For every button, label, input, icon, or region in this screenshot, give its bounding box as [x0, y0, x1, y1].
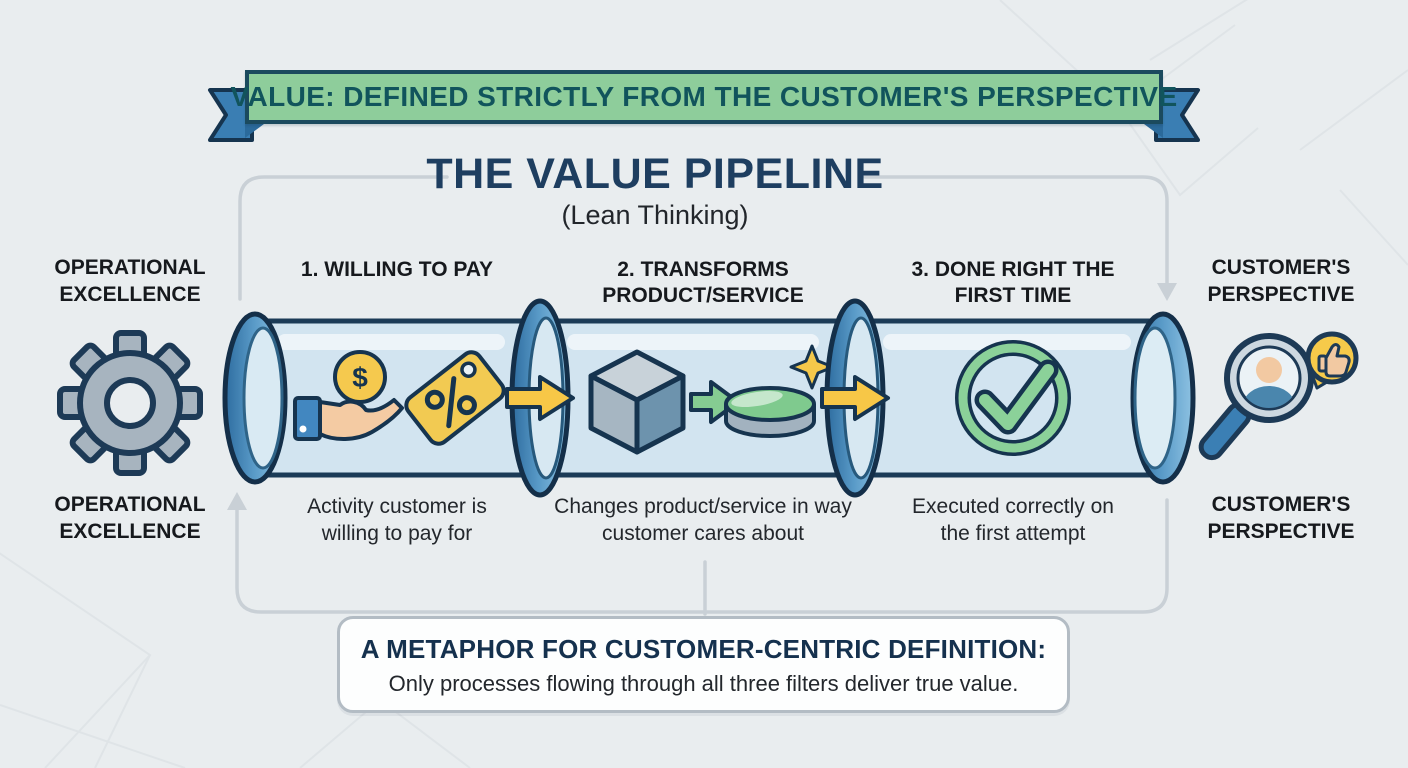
arrow-down-icon — [1157, 283, 1177, 301]
person-head — [1256, 357, 1282, 383]
pipe-right-opening — [1130, 311, 1196, 485]
gear-icon — [57, 330, 203, 476]
step-3-label: 3. DONE RIGHT THE FIRST TIME — [911, 258, 1115, 307]
title-connector-left — [238, 175, 449, 301]
thumbs-up-badge — [1305, 331, 1359, 390]
check-circle-icon — [955, 340, 1071, 456]
pipe-left-opening — [222, 311, 288, 485]
label-customers-perspective-bottom: CUSTOMER'S PERSPECTIVE — [1207, 493, 1355, 543]
dollar-symbol: $ — [352, 362, 368, 393]
label-operational-excellence-bottom: OPERATIONAL EXCELLENCE — [54, 493, 206, 543]
person-shoulders — [1243, 386, 1295, 408]
ribbon-tail-right — [1144, 88, 1200, 142]
metaphor-title: A METAPHOR FOR CUSTOMER-CENTRIC DEFINITI… — [360, 634, 1047, 664]
step-1-caption: Activity customer is willing to pay for — [307, 495, 487, 545]
price-tag-icon — [404, 350, 506, 446]
arrow-up-icon — [227, 492, 247, 510]
bottom-bracket — [235, 498, 1169, 614]
step-1-label: 1. WILLING TO PAY — [300, 258, 494, 281]
sparkle-disc-icon — [724, 344, 835, 438]
flow-arrow-icon-2 — [820, 375, 890, 421]
label-operational-excellence-top: OPERATIONAL EXCELLENCE — [54, 256, 206, 306]
title-connector-right — [863, 175, 1169, 285]
step-2-label: 2. TRANSFORMS PRODUCT/SERVICE — [602, 258, 804, 307]
banner: VALUE: DEFINED STRICTLY FROM THE CUSTOME… — [230, 70, 1177, 124]
ribbon-tail-left — [208, 88, 264, 142]
pipeline-graphic: $ — [222, 298, 1196, 498]
step-3-caption: Executed correctly on the first attempt — [912, 495, 1114, 545]
flow-arrow-icon-1 — [505, 375, 575, 421]
cube-icon — [588, 349, 686, 455]
customer-magnifier-icon — [1198, 331, 1359, 461]
label-customers-perspective-top: CUSTOMER'S PERSPECTIVE — [1207, 256, 1355, 306]
metaphor-box: A METAPHOR FOR CUSTOMER-CENTRIC DEFINITI… — [337, 616, 1070, 713]
page-title: THE VALUE PIPELINE — [426, 150, 884, 198]
banner-text: VALUE: DEFINED STRICTLY FROM THE CUSTOME… — [230, 81, 1178, 112]
page-subtitle: (Lean Thinking) — [561, 200, 749, 230]
metaphor-subtitle: Only processes flowing through all three… — [388, 671, 1019, 696]
step-2-caption: Changes product/service in way customer … — [554, 495, 852, 545]
hand-coin-icon: $ — [293, 350, 404, 441]
